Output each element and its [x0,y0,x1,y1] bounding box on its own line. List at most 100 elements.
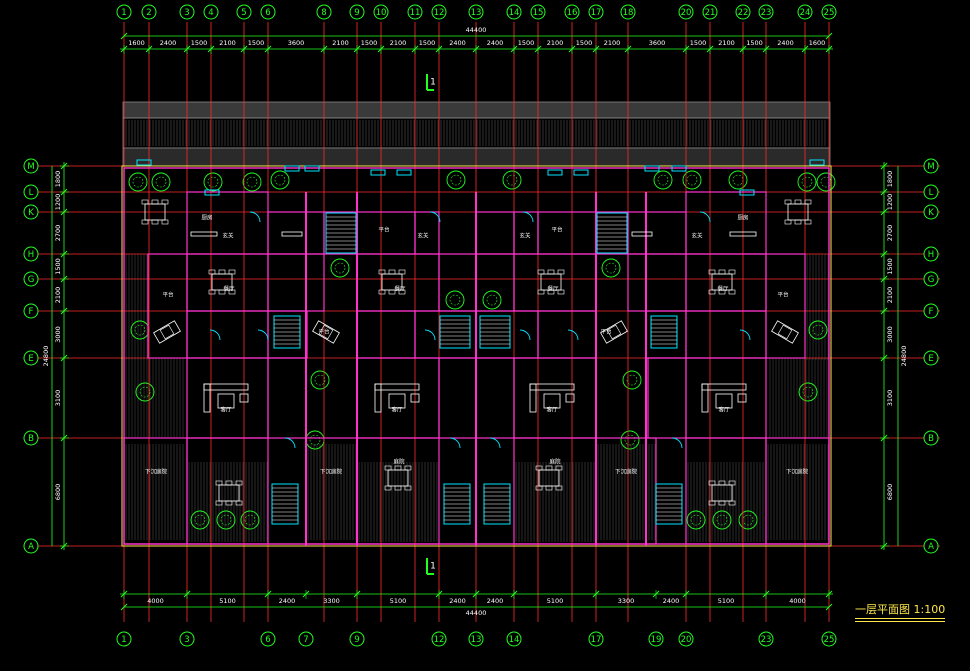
axis-bubble [23,538,39,554]
axis-bubble-label: 6 [265,635,270,645]
room-wall [186,310,269,359]
door-swing [522,211,534,223]
tree-symbol [682,170,702,190]
dimension-label: 3100 [886,390,894,407]
axis-bubble [588,4,604,20]
axis-bubble-label: 21 [705,8,716,18]
dimension-label: 2100 [54,287,62,304]
room-label: 平台 [551,226,563,234]
tree-symbol [622,370,642,390]
axis-bubble-label: K [28,208,34,218]
dining-chair [728,500,736,506]
dimension-tick [120,32,128,40]
sofa [701,383,747,391]
tree-symbol [216,510,236,530]
car-body [771,320,799,344]
room-wall [645,310,687,359]
dining-chair [718,500,726,506]
dimension-label: 3000 [54,326,62,343]
axis-bubble [431,631,447,647]
room-wall [147,253,188,359]
room-wall [685,310,767,359]
axis-bubble-label: 1 [121,8,126,18]
room-wall [356,310,416,359]
dining-chair [535,465,543,471]
car-roof [318,324,334,340]
dining-chair [235,480,243,486]
room-wall [356,253,440,312]
room-wall [537,211,597,255]
tree-symbol [190,510,210,530]
dimension-label: 1500 [248,39,265,47]
axis-bubble [23,246,39,262]
dining-chair [218,269,226,275]
axis-bubble [23,350,39,366]
dining-chair [151,199,159,205]
window-symbol [739,189,755,196]
parked-car [153,320,181,344]
dimension-label: 1200 [886,194,894,211]
car-roof [777,324,793,340]
axis-bubble [506,4,522,20]
axis-bubble [203,4,219,20]
room-wall [685,357,767,439]
room-label: 厨房 [201,214,213,222]
room-wall [186,191,269,255]
dining-chair [804,219,812,225]
title-underline [855,618,945,619]
axis-bubble [923,538,939,554]
dining-chair [547,269,555,275]
dining-chair [804,199,812,205]
coffee-table [217,393,235,409]
tree-symbol [270,170,290,190]
axis-bubble-label: H [928,250,934,260]
dimension-label: 2400 [487,39,504,47]
tree-symbol [242,172,262,192]
room-label: 平台 [318,328,330,336]
axis-bubble-label: L [929,188,934,198]
tree-canopy [334,262,346,274]
axis-bubble [407,4,423,20]
tree-symbol [728,170,748,190]
dining-chair [555,465,563,471]
tree-canopy [155,176,167,188]
tree-symbol [305,430,325,450]
room-label: 厨房 [737,214,749,222]
axis-bubble-label: 9 [354,8,359,18]
axis-bubble-label: E [28,354,33,364]
room-wall [647,357,687,439]
tree-canopy [802,386,814,398]
armchair [565,393,575,403]
door-swing [449,437,461,449]
window-symbol [204,189,220,196]
window-symbol [136,159,152,166]
window-symbol [573,169,589,176]
room-label: 客厅 [718,406,730,414]
dimension-label: 2400 [449,597,466,605]
room-wall [123,437,188,545]
axis-bubble [373,4,389,20]
dining-chair [378,289,386,295]
window-symbol [396,169,412,176]
parked-car [600,320,628,344]
dimension-label: 2700 [54,225,62,242]
dining-chair [215,500,223,506]
dimension-label: 4000 [789,597,806,605]
tree-canopy [246,176,258,188]
dining-chair [537,269,545,275]
tree-symbol [446,170,466,190]
dimension-label: 3300 [323,597,340,605]
axis-bubble-label: 15 [533,8,544,18]
coffee-table [388,393,406,409]
axis-bubble [758,631,774,647]
dining-chair [555,485,563,491]
room-label: 平台 [162,291,174,299]
dining-chair [545,465,553,471]
room-wall [267,211,325,255]
room-label: 玄关 [417,232,429,240]
dimension-label: 1500 [518,39,535,47]
axis-bubble-label: 14 [509,635,520,645]
room-label: 庭院 [549,458,561,466]
dining-chair [394,485,402,491]
axis-bubble-label: A [928,542,934,552]
